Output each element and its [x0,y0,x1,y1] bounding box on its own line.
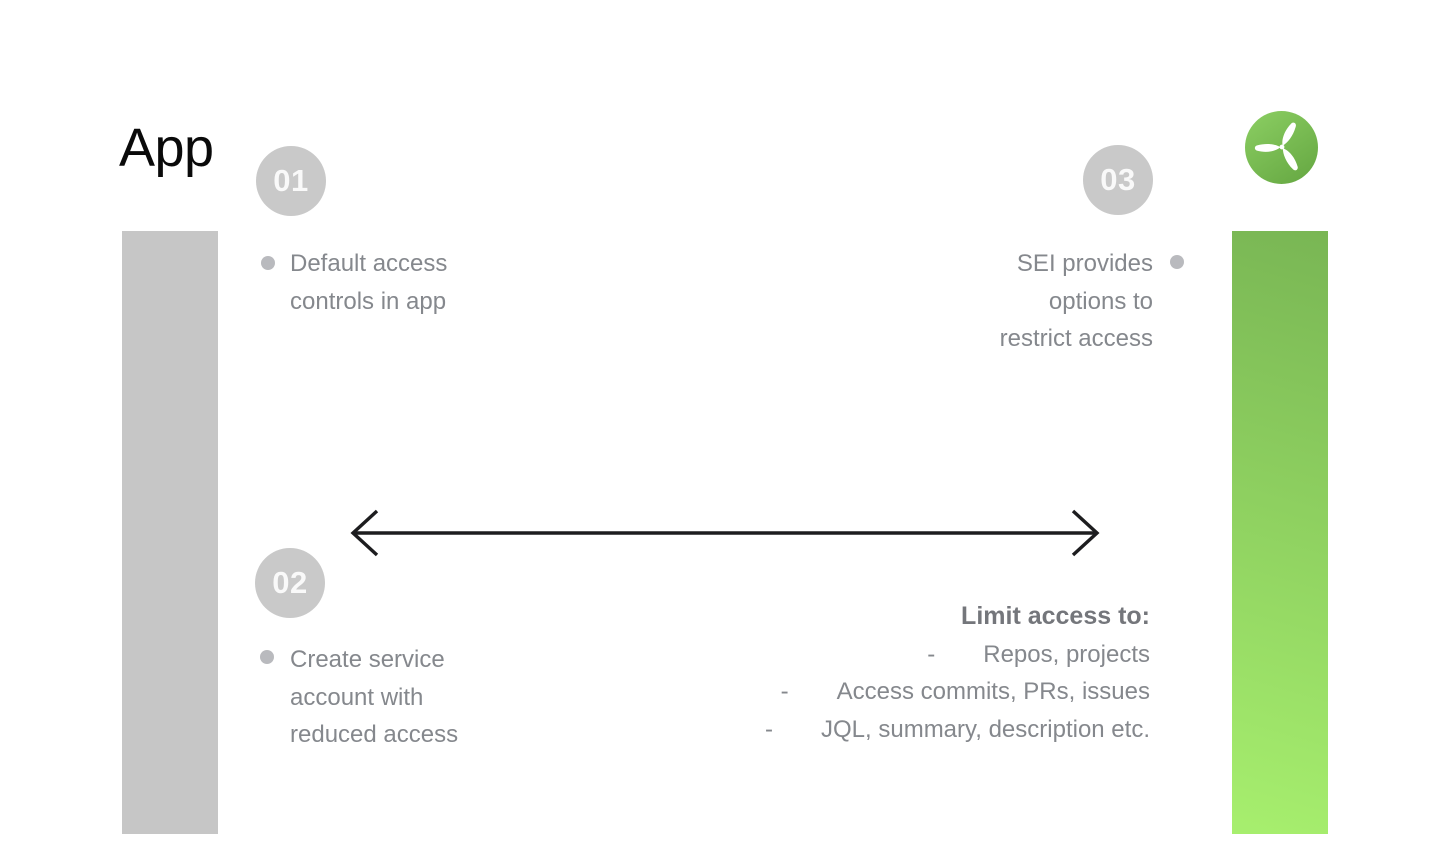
limit-access-heading: Limit access to: [961,602,1150,630]
step-number: 03 [1100,162,1136,197]
note-line: account with [290,683,424,711]
sei-logo [1245,111,1318,184]
note-line: controls in app [290,287,447,315]
limit-item-text: Access commits, PRs, issues [836,678,1150,705]
limit-item-text: JQL, summary, description etc. [821,715,1150,743]
limit-access-item: - Repos, projects [765,636,1150,674]
bullet-dot [260,650,274,664]
limit-access-list: Limit access to: - Repos, projects - Acc… [765,598,1150,748]
note-line: Create service [290,646,445,673]
page-title: App [119,118,214,178]
limit-access-item: - Access commits, PRs, issues [765,673,1150,711]
dash-marker: - [927,640,936,668]
note-line: Default access [290,250,448,277]
step-number: 02 [272,565,308,600]
bullet-dot [261,256,275,270]
limit-access-item: - JQL, summary, description etc. [765,711,1150,749]
bidirectional-arrow [350,509,1100,557]
note-service-account: Create service account with reduced acce… [290,641,458,754]
sei-column-bar [1232,231,1328,834]
step-badge-02: 02 [255,548,325,618]
dash-marker: - [780,678,789,705]
note-default-access: Default access controls in app [290,245,447,320]
step-number: 01 [273,163,309,198]
note-line: SEI provides [1016,250,1153,277]
step-badge-03: 03 [1083,145,1153,215]
note-line: reduced access [290,721,459,748]
dash-marker: - [765,715,773,743]
app-column-bar [122,231,218,834]
step-badge-01: 01 [256,146,326,216]
limit-item-text: Repos, projects [983,640,1150,668]
bullet-dot [1170,255,1184,269]
propeller-icon [1245,111,1318,184]
note-sei-restrict: SEI provides options to restrict access [1000,245,1153,358]
note-line: options to [1048,287,1153,315]
note-line: restrict access [999,325,1153,352]
